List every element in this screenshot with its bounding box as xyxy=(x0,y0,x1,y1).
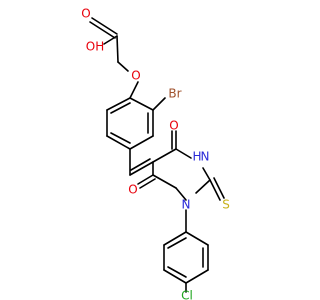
atom-chlorine: Cl xyxy=(181,289,193,300)
atom-nh-nitrogen: N xyxy=(201,150,210,164)
carboxylic-acid-group xyxy=(89,17,129,72)
benzene-ring-lower xyxy=(163,231,209,293)
atom-oxygen-carbonyl: O xyxy=(81,7,90,21)
methylidene-bridge xyxy=(129,148,154,176)
pyrimidine-ring xyxy=(137,130,225,233)
atom-sulfur: S xyxy=(222,198,230,212)
atom-bromine: Br xyxy=(168,87,181,101)
atom-oxygen-bottom: O xyxy=(128,183,137,197)
ether-link xyxy=(129,81,139,99)
atom-ring-nitrogen: N xyxy=(182,198,191,212)
atom-hydroxyl: OH xyxy=(86,40,104,54)
atom-nh-hydrogen: H xyxy=(192,150,201,164)
atom-ether-oxygen: O xyxy=(131,69,140,83)
atom-oxygen-top: O xyxy=(169,119,178,133)
molecule-structure-diagram: O OH O Br O H N S O N Cl xyxy=(81,7,230,300)
benzene-ring-upper xyxy=(106,97,166,150)
